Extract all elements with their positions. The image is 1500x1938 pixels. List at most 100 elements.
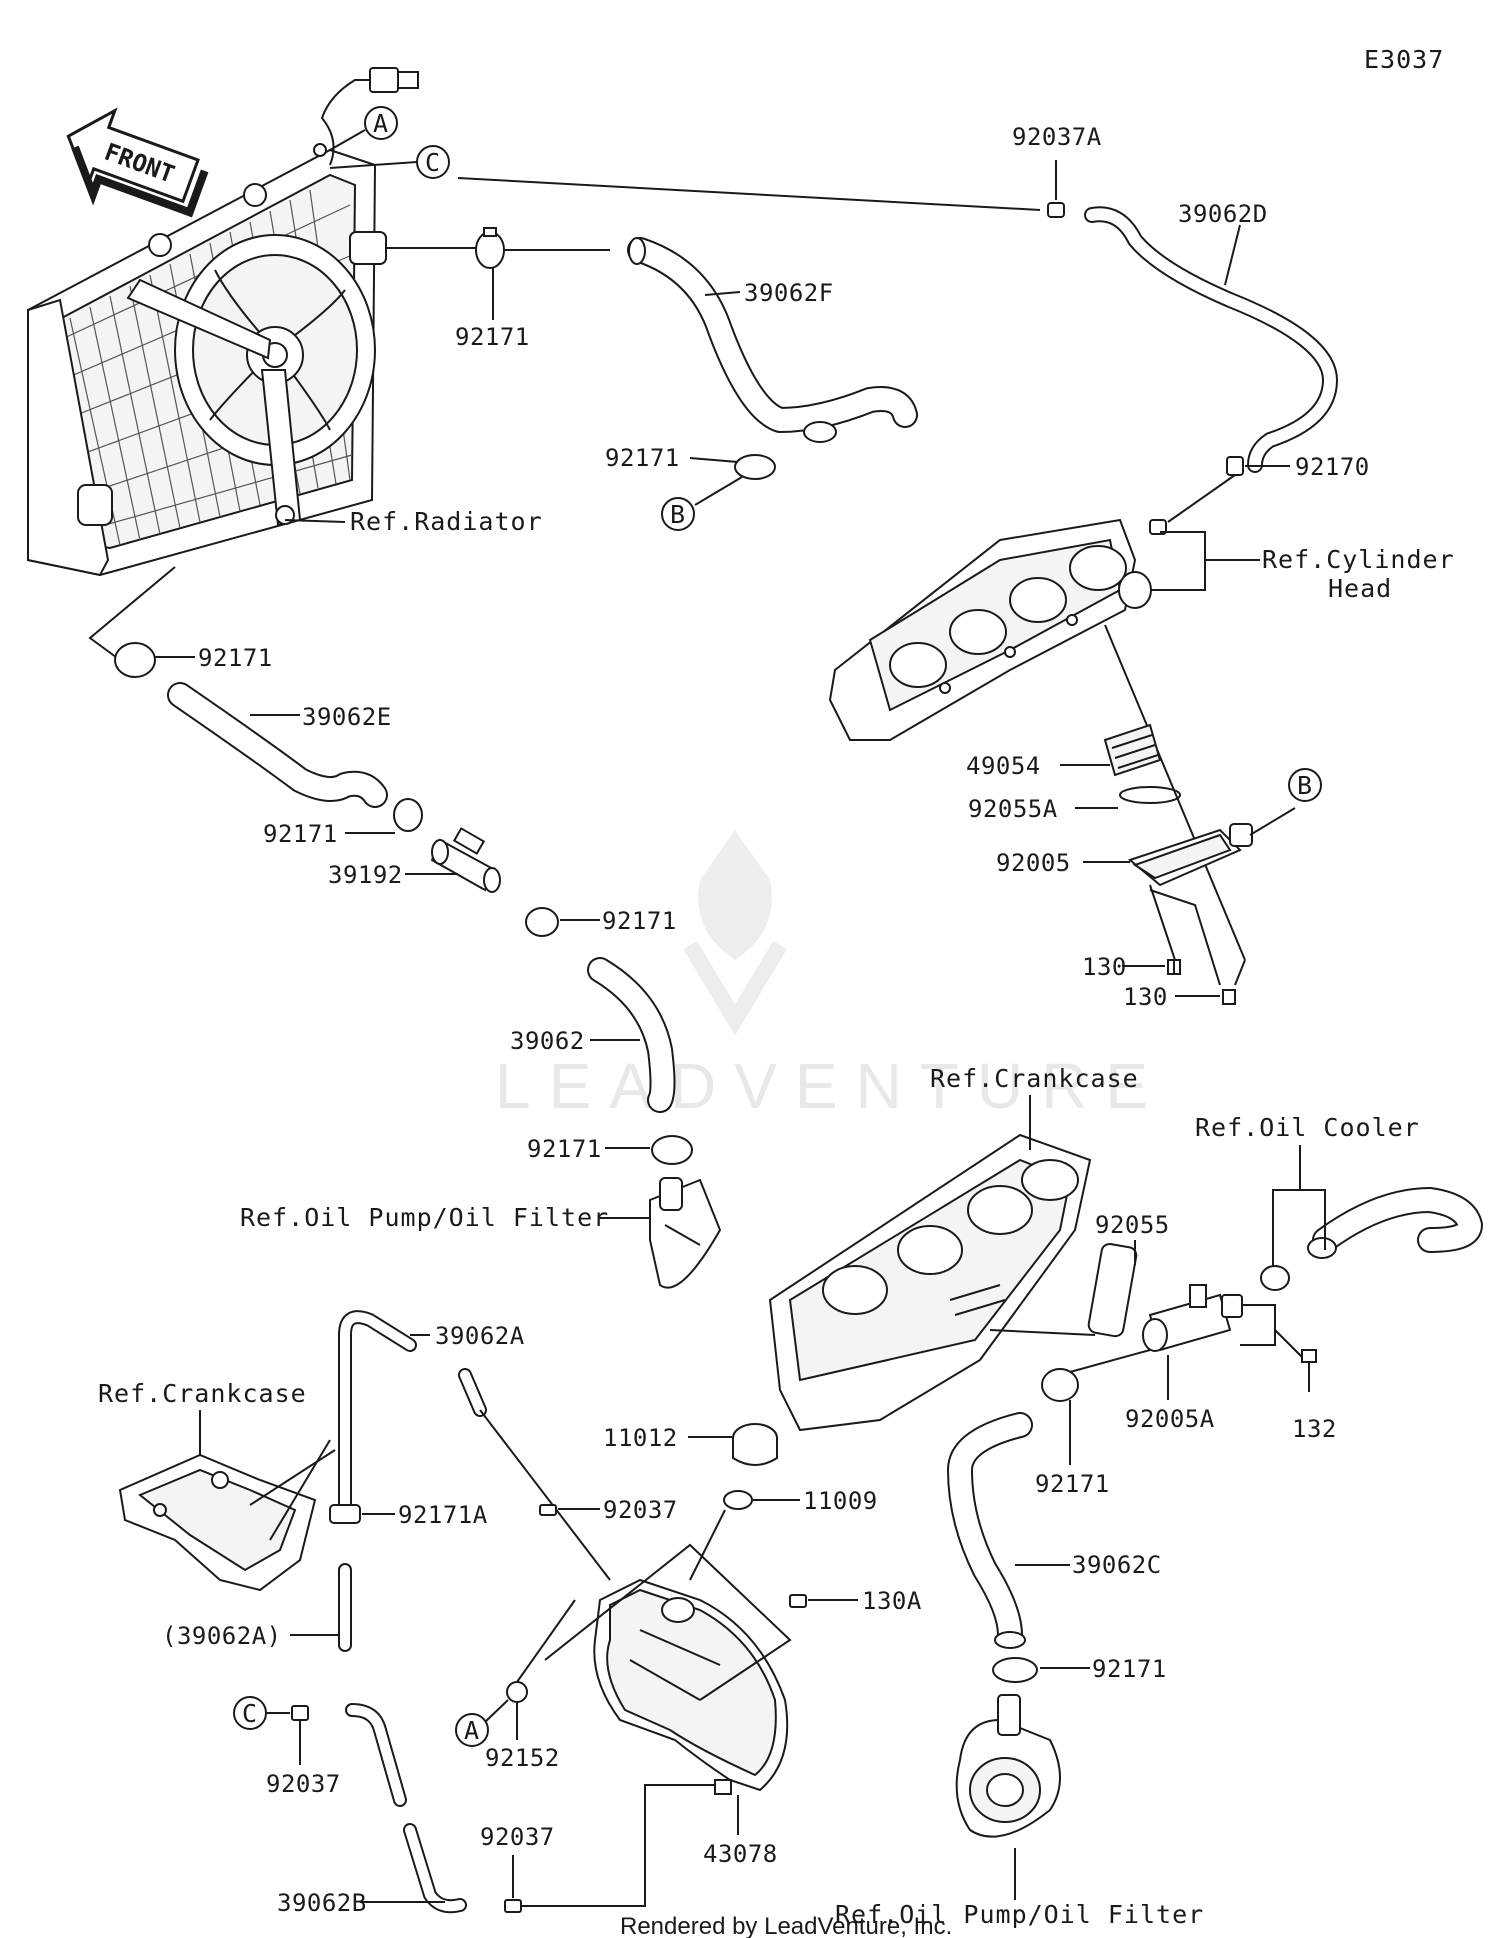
thermostat-cover-92005 <box>1127 823 1253 887</box>
label-39062D: 39062D <box>1178 200 1268 228</box>
fitting-92005A <box>1142 1284 1243 1352</box>
cylinder-head <box>828 518 1152 741</box>
label-92005: 92005 <box>996 849 1071 877</box>
callout-a-bottom: A <box>455 1713 489 1747</box>
fitting-92170 <box>1226 456 1244 476</box>
label-49054: 49054 <box>966 752 1041 780</box>
label-39192: 39192 <box>328 861 403 889</box>
label-92037-a: 92037 <box>603 1496 678 1524</box>
cooling-fan <box>126 67 419 527</box>
label-130-a: 130 <box>1082 953 1127 981</box>
callout-b-right: B <box>1288 768 1322 802</box>
fitting-cylhead <box>1149 519 1167 535</box>
hose-39062C <box>947 1412 1033 1649</box>
clamp-92171-b <box>734 454 776 480</box>
label-130A: 130A <box>862 1587 922 1615</box>
radiator-upper-neck <box>349 231 387 265</box>
label-92055A: 92055A <box>968 795 1058 823</box>
label-39062C: 39062C <box>1072 1551 1162 1579</box>
label-92171-pump: 92171 <box>527 1135 602 1163</box>
label-11009: 11009 <box>803 1487 878 1515</box>
clip-92037A <box>1047 202 1065 218</box>
ref-oil-pump-label-1: Ref.Oil Pump/Oil Filter <box>240 1203 609 1232</box>
hose-39062 <box>587 957 676 1113</box>
label-39062B: 39062B <box>277 1889 367 1917</box>
svg-text:A: A <box>464 1716 480 1745</box>
svg-text:C: C <box>425 148 441 177</box>
label-92037-b: 92037 <box>266 1770 341 1798</box>
clamp-92171A <box>329 1504 361 1524</box>
label-92055: 92055 <box>1095 1211 1170 1239</box>
label-132: 132 <box>1292 1415 1337 1443</box>
watermark-text: LEADVENTURE <box>495 1050 1166 1122</box>
label-130-b: 130 <box>1123 983 1168 1011</box>
label-92005A: 92005A <box>1125 1405 1215 1433</box>
label-92171-b: 92171 <box>605 444 680 472</box>
label-92171-bottom: 92171 <box>1092 1655 1167 1683</box>
diagram-code: E3037 <box>1364 45 1444 74</box>
oring-92055A <box>1119 786 1181 804</box>
label-92171-mid: 92171 <box>263 820 338 848</box>
gasket-11009 <box>723 1490 753 1510</box>
ref-radiator-label: Ref.Radiator <box>350 507 543 536</box>
label-43078: 43078 <box>703 1840 778 1868</box>
clamp-92171-mid2 <box>525 907 559 937</box>
hose-39062E <box>167 682 388 808</box>
label-39062F: 39062F <box>744 279 834 307</box>
ref-crankcase-right-label: Ref.Crankcase <box>930 1064 1139 1093</box>
crankcase-right <box>768 1133 1092 1432</box>
callout-c-bottom: C <box>233 1696 267 1730</box>
hose-39062F <box>627 237 918 443</box>
label-92152: 92152 <box>485 1744 560 1772</box>
ref-oil-cooler-label: Ref.Oil Cooler <box>1195 1113 1420 1142</box>
oil-cooler-hose <box>1307 1187 1483 1259</box>
bolt-130-b <box>1222 989 1236 1005</box>
bolt-130-a <box>1167 959 1181 975</box>
clip-92037-c <box>504 1899 522 1913</box>
label-39062A: 39062A <box>435 1322 525 1350</box>
bolt-130A <box>789 1594 807 1608</box>
pipe-39192 <box>430 827 501 893</box>
cap-11012 <box>732 1423 778 1466</box>
label-11012: 11012 <box>603 1424 678 1452</box>
label-92171A: 92171A <box>398 1501 488 1529</box>
clamp-92171-right <box>1041 1368 1079 1402</box>
svg-text:A: A <box>373 109 389 138</box>
clamp-92171-bottom <box>992 1657 1038 1683</box>
label-39062E: 39062E <box>302 703 392 731</box>
clip-92037-b <box>291 1705 309 1721</box>
watermark: LEADVENTURE <box>495 830 1166 1122</box>
clamp-92171-top <box>475 227 505 269</box>
label-92171-right: 92171 <box>1035 1470 1110 1498</box>
hose-39062D <box>1084 206 1338 473</box>
ref-cylinder-head-label-2: Head <box>1328 574 1392 603</box>
svg-text:B: B <box>1297 771 1313 800</box>
label-92037-c: 92037 <box>480 1823 555 1851</box>
callout-c-top: C <box>329 145 1041 211</box>
clip-92037-a <box>539 1504 557 1516</box>
thermostat-49054 <box>1103 723 1162 777</box>
gasket-92055 <box>1087 1242 1138 1338</box>
label-92171-top: 92171 <box>455 323 530 351</box>
ref-crankcase-left-label: Ref.Crankcase <box>98 1379 307 1408</box>
label-39062: 39062 <box>510 1027 585 1055</box>
footer-text: Rendered by LeadVenture, Inc. <box>620 1913 952 1938</box>
svg-text:C: C <box>242 1699 258 1728</box>
callout-a-top: A <box>329 106 398 151</box>
label-39062A-paren: (39062A) <box>162 1622 282 1650</box>
callout-b-left: B <box>661 497 695 531</box>
ref-oil-pump-label-2: Ref.Oil Pump/Oil Filter <box>835 1900 1204 1929</box>
clamp-92171-pump <box>651 1135 693 1165</box>
hose-39062A <box>338 1310 487 1512</box>
label-92171-mid2: 92171 <box>602 907 677 935</box>
oil-pump-top <box>649 1177 722 1289</box>
ref-cylinder-head-label-1: Ref.Cylinder <box>1262 545 1455 574</box>
crankcase-left <box>118 1453 317 1592</box>
label-92171-left: 92171 <box>198 644 273 672</box>
bolt-132 <box>1301 1349 1317 1392</box>
reserve-tank-43078 <box>593 1578 789 1795</box>
hose-39062B <box>345 1703 467 1914</box>
washer-92152 <box>506 1681 528 1703</box>
front-arrow-icon: FRONT <box>66 107 209 218</box>
